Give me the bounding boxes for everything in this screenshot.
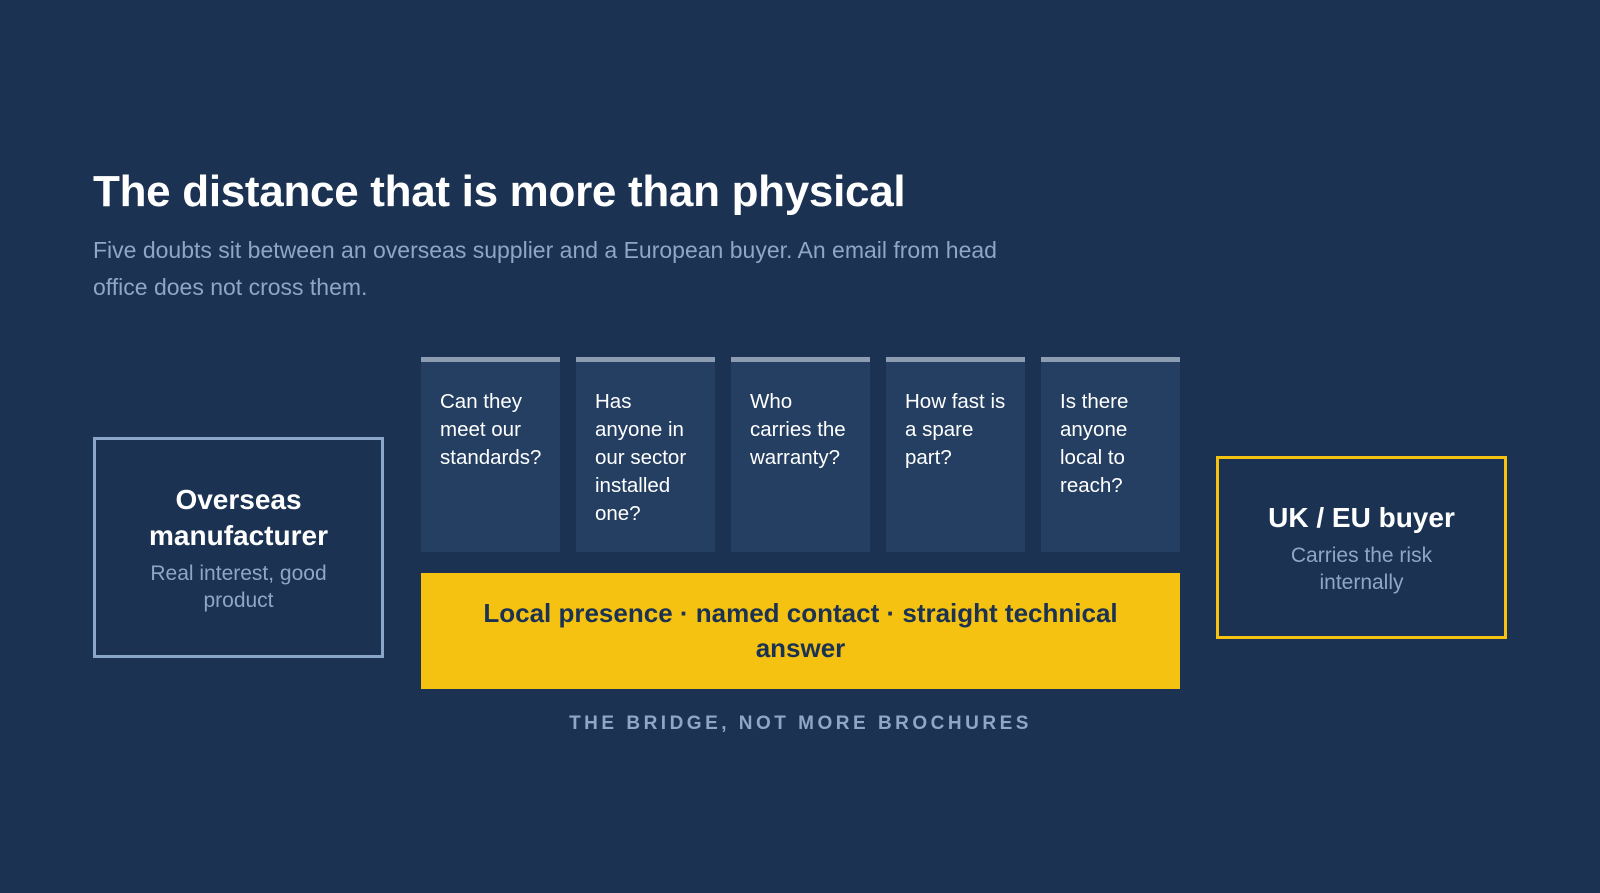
page-title: The distance that is more than physical [93,167,906,216]
tagline: THE BRIDGE, NOT MORE BROCHURES [569,713,1032,734]
overseas-manufacturer-note: Real interest, good product [150,561,327,612]
doubt-card-spare-part: How fast is a spare part? [886,357,1025,552]
buyer-title: UK / EU buyer [1268,501,1455,533]
doubt-card-warranty: Who carries the warranty? [731,357,870,552]
doubt-card-local-contact: Is there anyone local to reach? [1041,357,1180,552]
doubt-card-standards: Can they meet our standards? [421,357,560,552]
overseas-manufacturer-title: Overseas manufacturer [149,483,328,551]
doubt-cards: Can they meet our standards? Has anyone … [421,357,1180,552]
doubt-card-installed: Has anyone in our sector installed one? [576,357,715,552]
buyer-note: Carries the risk internally [1290,543,1433,594]
page-subtitle: Five doubts sit between an overseas supp… [93,237,997,300]
overseas-manufacturer-box: Overseas manufacturer Real interest, goo… [93,437,384,658]
bridge-banner: Local presence · named contact · straigh… [421,573,1180,689]
buyer-box: UK / EU buyer Carries the risk internall… [1216,456,1507,639]
